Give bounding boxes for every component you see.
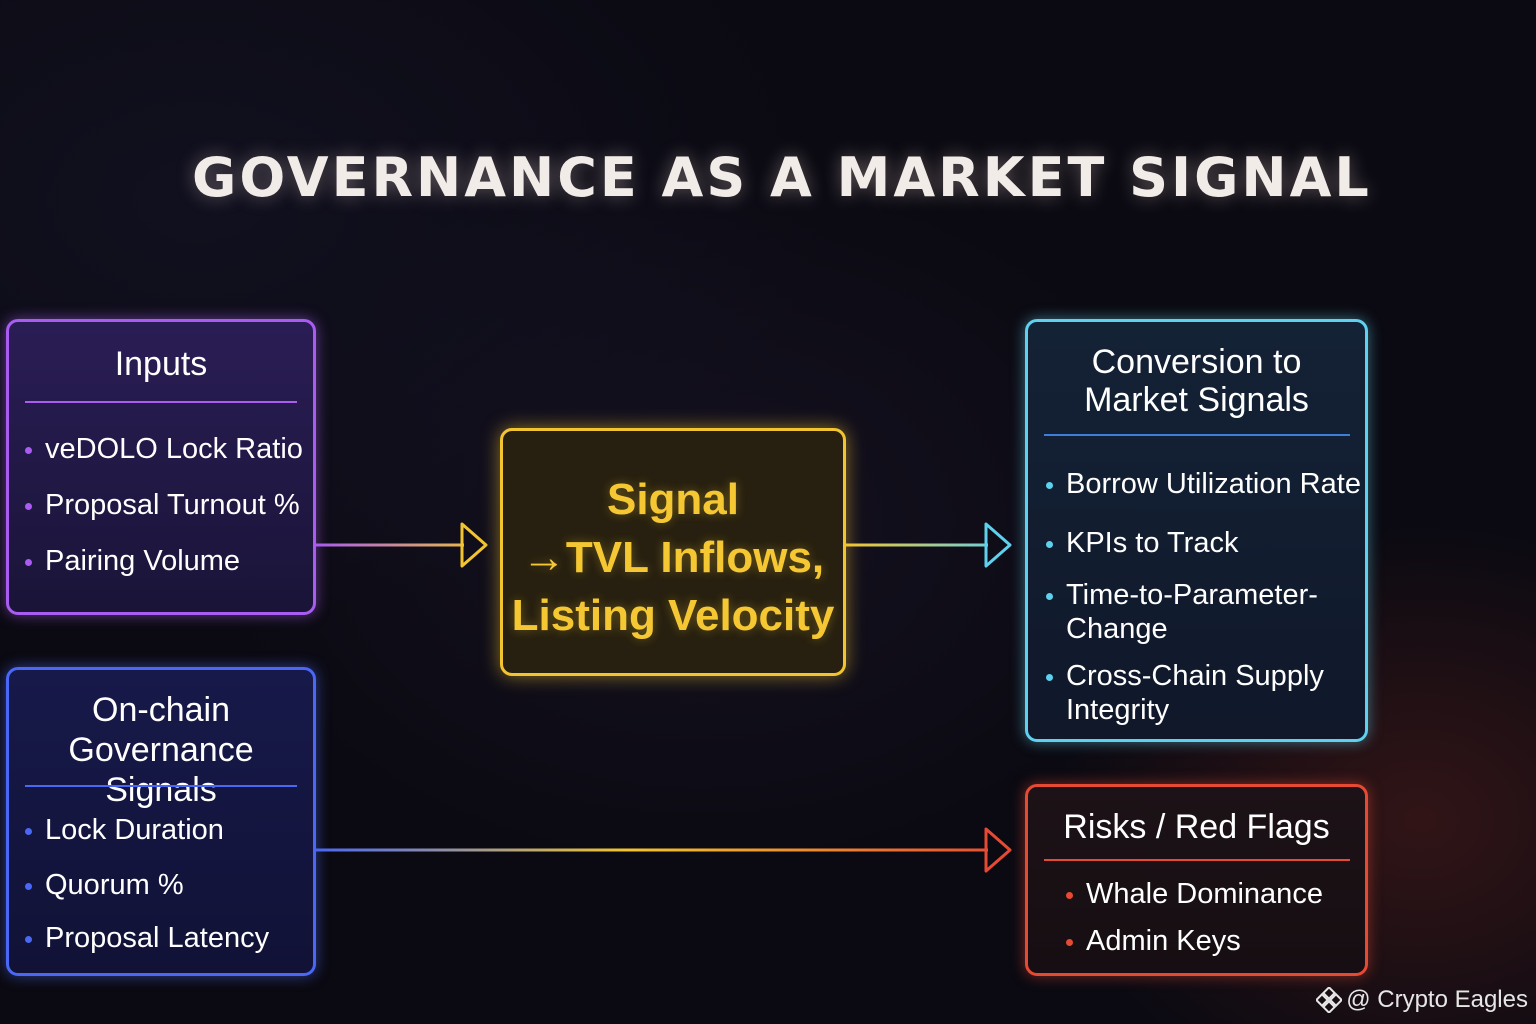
list-item-text: Admin Keys (1086, 925, 1241, 957)
inputs-divider (25, 401, 297, 403)
onchain-heading-line2: Governance Signals (68, 731, 254, 809)
list-item-text: Time-to-Parameter- (1066, 579, 1318, 611)
bullet-icon (1066, 939, 1073, 946)
risks-heading: Risks / Red Flags (1063, 808, 1330, 846)
inputs-heading: Inputs (114, 345, 208, 383)
risks-box: Risks / Red Flags Whale Dominance Admin … (1025, 784, 1368, 976)
list-item-text: Lock Duration (45, 814, 224, 846)
inputs-box: Inputs veDOLO Lock Ratio Proposal Turnou… (6, 319, 316, 615)
bullet-icon (1066, 892, 1073, 899)
arrow-inputs-to-signal (316, 522, 488, 568)
list-item-text: Proposal Turnout % (45, 489, 300, 521)
conversion-heading-line1: Conversion to (1091, 343, 1302, 381)
list-item-text: Integrity (1066, 694, 1170, 726)
list-item-text: Proposal Latency (45, 922, 270, 954)
bullet-icon (25, 503, 32, 510)
list-item-text: KPIs to Track (1066, 527, 1239, 559)
signal-line-1: Signal (606, 475, 740, 524)
list-item-text: Quorum % (45, 869, 184, 901)
diagram-title: GOVERNANCE AS A MARKET SIGNAL (192, 146, 1372, 209)
conversion-heading-line2: Market Signals (1084, 381, 1309, 419)
list-item-text: Whale Dominance (1086, 878, 1323, 910)
risks-divider (1044, 859, 1350, 861)
signal-box: Signal →TVL Inflows, Listing Velocity (500, 428, 846, 676)
onchain-divider (25, 785, 297, 787)
signal-line-2: →TVL Inflows, (521, 533, 825, 582)
bullet-icon (25, 447, 32, 454)
bullet-icon (1046, 593, 1053, 600)
onchain-governance-box: On-chain Governance Signals Lock Duratio… (6, 667, 316, 976)
conversion-box: Conversion to Market Signals Borrow Util… (1025, 319, 1368, 742)
list-item-text: Borrow Utilization Rate (1066, 468, 1361, 500)
bullet-icon (1046, 541, 1053, 548)
bullet-icon (25, 883, 32, 890)
watermark-text: @ Crypto Eagles (1346, 986, 1528, 1013)
list-item-text: Cross-Chain Supply (1066, 660, 1324, 692)
signal-text: Signal →TVL Inflows, Listing Velocity (503, 471, 843, 645)
binance-diamond-icon (1316, 987, 1343, 1013)
signal-line-3: Listing Velocity (511, 591, 835, 640)
bullet-icon (1046, 674, 1053, 681)
list-item-text: Change (1066, 613, 1168, 645)
bullet-icon (1046, 482, 1053, 489)
arrow-onchain-to-risks (316, 827, 1012, 873)
bullet-icon (25, 828, 32, 835)
onchain-heading-line1: On-chain (92, 691, 230, 729)
bullet-icon (25, 559, 32, 566)
list-item-text: veDOLO Lock Ratio (45, 433, 303, 465)
watermark: @ Crypto Eagles (1316, 986, 1528, 1014)
conversion-divider (1044, 434, 1350, 436)
arrow-signal-to-conversion (846, 522, 1012, 568)
bullet-icon (25, 936, 32, 943)
list-item-text: Pairing Volume (45, 545, 241, 577)
